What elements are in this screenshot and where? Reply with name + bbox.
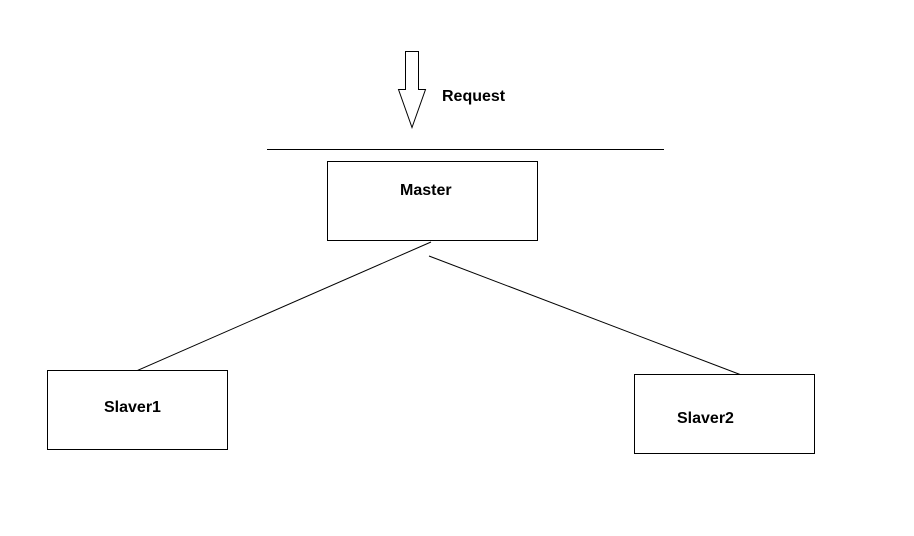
connector-master-slave1 <box>126 241 432 376</box>
slave2-node: Slaver2 <box>634 374 815 454</box>
master-node: Master <box>327 161 538 241</box>
master-box <box>327 161 538 241</box>
slave1-box <box>47 370 228 450</box>
request-label: Request <box>442 88 506 105</box>
slave2-box <box>634 374 815 454</box>
master-label: Master <box>400 182 452 199</box>
slave1-label: Slaver1 <box>104 399 161 416</box>
slave1-node: Slaver1 <box>47 370 228 450</box>
request-arrow-icon <box>397 51 427 129</box>
slave2-label: Slaver2 <box>677 410 734 427</box>
connector-master-slave2 <box>428 255 745 377</box>
